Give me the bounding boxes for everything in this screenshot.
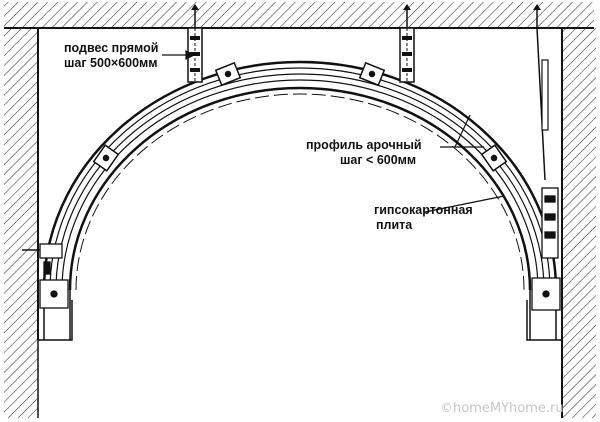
- arch-brackets: [92, 61, 508, 172]
- profile-label-line2: шаг < 600мм: [340, 153, 417, 167]
- leader-lines: [162, 50, 505, 213]
- side-anchor-right: [531, 187, 561, 311]
- board-label: гипсокартонная плита: [374, 203, 473, 233]
- hanger-right: [399, 4, 415, 83]
- board-label-line1: гипсокартонная: [374, 203, 473, 217]
- hanger-label-line2: шаг 500×600мм: [64, 56, 158, 70]
- ceiling-slab: [4, 2, 594, 29]
- hanger-label-line1: подвес прямой: [64, 41, 159, 55]
- board-label-line2: плита: [376, 218, 413, 232]
- watermark: ©homeMYhome.ru: [440, 401, 564, 416]
- hanger-wall-right: [533, 4, 549, 181]
- arch-profile: [42, 60, 558, 340]
- board-edge-dashed: [75, 93, 525, 291]
- right-wall: [561, 28, 596, 418]
- side-anchor-left: [22, 243, 69, 309]
- profile-label-line1: профиль арочный: [306, 138, 422, 152]
- base-plates: [38, 300, 562, 341]
- profile-label: профиль арочный шаг < 600мм: [306, 138, 422, 168]
- hanger-label: подвес прямой шаг 500×600мм: [64, 41, 158, 71]
- left-wall: [4, 28, 39, 418]
